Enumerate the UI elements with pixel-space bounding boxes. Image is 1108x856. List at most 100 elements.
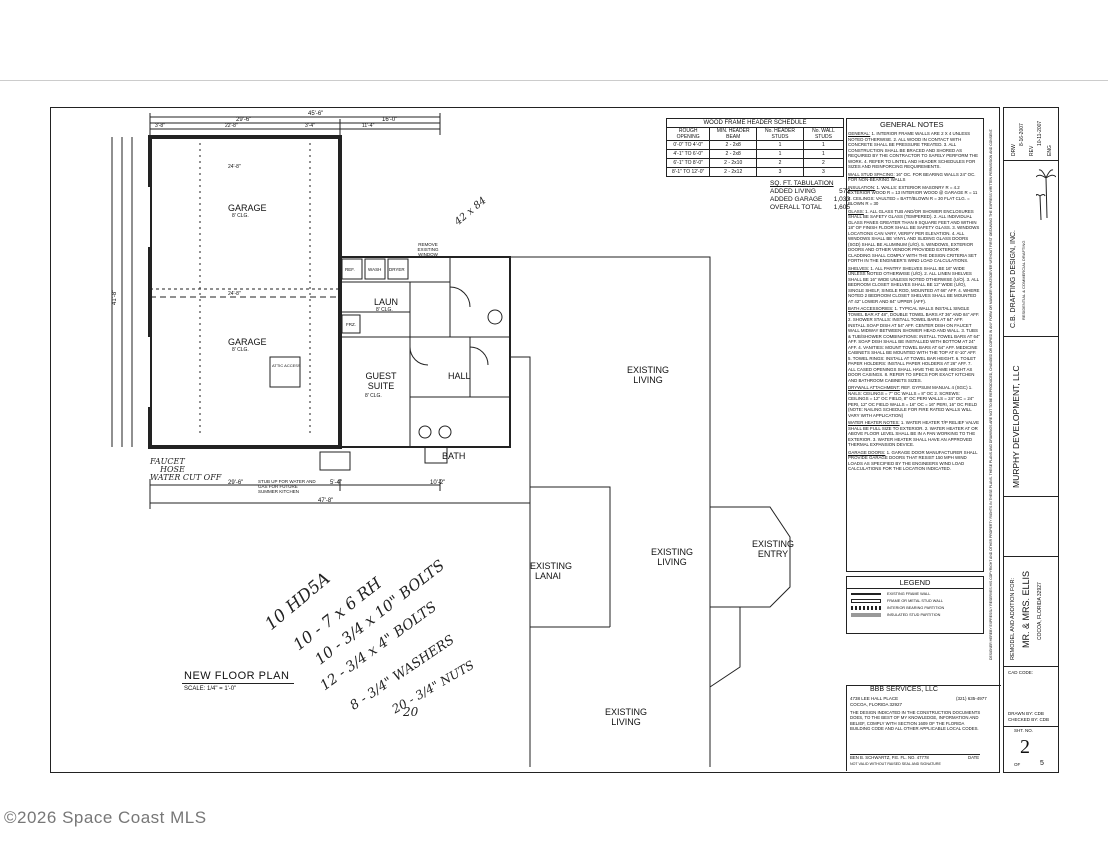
notes-heading: GARAGE DOORS: bbox=[848, 449, 886, 455]
room-garage-2: GARAGE bbox=[228, 337, 267, 347]
notes-section: SHELVES: 1. ALL PANTRY SHELVES SHALL BE … bbox=[848, 266, 980, 305]
notes-heading: BATH ACCESSORIES: bbox=[848, 306, 894, 311]
drawing-sheet-border bbox=[50, 107, 1000, 773]
title-block-divider-3 bbox=[1003, 496, 1059, 497]
notes-section: GLASS: 1. ALL GLASS TUB AND/OR SHOWER EN… bbox=[848, 209, 980, 264]
notes-section: WALL STUD SPACING: 16" OC. FOR BEARING W… bbox=[848, 172, 980, 183]
engineer-seal-note: NOT VALID WITHOUT RAISED SEAL AND SIGNAT… bbox=[850, 762, 941, 766]
title-block-divider-1 bbox=[1003, 160, 1059, 161]
hs-cell: 1 bbox=[756, 149, 804, 159]
dim-bottom-left: 29'-6" bbox=[228, 480, 244, 486]
dim-top-c: 3'-4" bbox=[305, 123, 315, 129]
label-ref: REF. bbox=[345, 267, 355, 272]
notes-text: 1. WATER HEATER T/P RELIEF VALVE SHALL B… bbox=[848, 420, 980, 447]
engineer-block bbox=[846, 685, 1001, 771]
legend-label: INTERIOR BEARING PARTITION bbox=[887, 606, 945, 610]
sq-ft-value: 1,605 bbox=[833, 204, 850, 212]
hs-cell: 3 bbox=[802, 167, 845, 177]
hs-cell: 2 bbox=[802, 158, 845, 168]
legend-item: FRAME OR METAL STUD WALL bbox=[851, 599, 979, 603]
hs-cell: 0'-0" TO 4'-0" bbox=[665, 140, 711, 150]
header-schedule-header-row: ROUGH OPENING MIN. HEADER BEAM No. HEADE… bbox=[665, 127, 845, 141]
sq-ft-value: 1,033 bbox=[833, 196, 850, 204]
room-existing-living-1: EXISTING LIVING bbox=[626, 365, 669, 385]
tb-rev-value: 10-11-2007 bbox=[1037, 120, 1043, 146]
dim-bottom-right: 10'-2" bbox=[430, 480, 446, 486]
table-row: 0'-0" TO 4'-0" 2 - 2x8 1 1 bbox=[665, 140, 845, 150]
hs-cell: 2 bbox=[756, 158, 804, 168]
dim-garage-w: 24'-8" bbox=[228, 291, 241, 297]
label-dryer: DRYER bbox=[389, 267, 405, 272]
legend-title: LEGEND bbox=[847, 577, 983, 589]
notes-heading: GENERAL: bbox=[848, 131, 871, 136]
title-block bbox=[1003, 107, 1059, 773]
engineer-address-1: 4738 LEE HALL PLACE bbox=[850, 696, 899, 701]
table-row: 4'-1" TO 6'-0" 2 - 2x8 1 1 bbox=[665, 149, 845, 159]
general-notes-box bbox=[846, 118, 984, 572]
label-wash: WASH bbox=[368, 267, 382, 272]
floor-plan-scale: SCALE: 1/4" = 1'-0" bbox=[184, 686, 237, 692]
mls-watermark: ©2026 Space Coast MLS bbox=[4, 808, 207, 827]
tb-of-total: 5 bbox=[1040, 760, 1044, 767]
room-garage-2-clg: 8' CLG. bbox=[232, 347, 249, 353]
dim-garage-h: 24'-8" bbox=[228, 164, 241, 170]
hand-water-cutoff: WATER CUT OFF bbox=[150, 473, 222, 482]
dim-top-d: 11'-4" bbox=[362, 123, 375, 129]
legend-box: LEGEND EXISTING FRAME WALL FRAME OR META… bbox=[846, 576, 984, 634]
sq-ft-label: ADDED LIVING bbox=[770, 188, 816, 196]
hs-cell: 8'-1" TO 12'-0" bbox=[665, 167, 711, 177]
tb-checked-by: CHECKED BY: CDB bbox=[1008, 717, 1050, 722]
engineer-address-2: COCOA, FLORIDA 32927 bbox=[850, 702, 903, 707]
tb-rev-label: REV bbox=[1029, 145, 1035, 156]
notes-text: 16" OC. FOR BEARING WALLS 24" OC. FOR NO… bbox=[848, 171, 976, 183]
dim-bottom-overall: 47'-8" bbox=[318, 498, 334, 504]
notes-heading: WATER HEATER NOTES: bbox=[848, 420, 900, 425]
notes-heading: SHELVES: bbox=[848, 265, 870, 271]
floor-plan-drawing bbox=[111, 113, 791, 767]
title-block-divider-5 bbox=[1003, 666, 1059, 667]
sq-ft-row: OVERALL TOTAL 1,605 bbox=[770, 204, 850, 212]
room-garage-1: GARAGE bbox=[228, 203, 267, 213]
hs-cell: 3 bbox=[756, 167, 804, 177]
sq-ft-title: SQ. FT. TABULATION bbox=[770, 180, 834, 187]
room-guest-suite: GUEST SUITE bbox=[365, 371, 397, 391]
dim-top-a: 3'-8" bbox=[155, 123, 165, 129]
hand-hose: HOSE bbox=[160, 465, 185, 474]
tb-drafting-sub: RESIDENTIAL & COMMERCIAL DRAFTING bbox=[1021, 240, 1026, 321]
legend-item: INTERIOR BEARING PARTITION bbox=[851, 606, 979, 610]
tb-date-value: 8-16-2007 bbox=[1019, 123, 1025, 146]
tb-eng-label: ENG bbox=[1047, 145, 1053, 156]
notes-section: BATH ACCESSORIES: 1. TYPICAL WALLS INSTA… bbox=[848, 306, 980, 383]
note-stub-up: STUB UP FOR WATER AND GAS FOR FUTURE SUM… bbox=[258, 479, 316, 494]
room-laun: LAUN bbox=[374, 297, 399, 307]
palm-tree-logo-icon bbox=[1036, 169, 1056, 221]
tb-sheet-label: SHT. NO. bbox=[1014, 728, 1034, 733]
title-block-divider-2 bbox=[1003, 336, 1059, 337]
room-laun-clg: 8' CLG. bbox=[376, 307, 393, 313]
legend-label: EXISTING FRAME WALL bbox=[887, 592, 931, 596]
tb-address: COCOA, FLORIDA 32927 bbox=[1037, 582, 1043, 640]
label-frz: FRZ. bbox=[346, 322, 356, 327]
notes-heading: DRYWALL ATTACHMENT: bbox=[848, 385, 900, 390]
header-schedule-table: ROUGH OPENING MIN. HEADER BEAM No. HEADE… bbox=[665, 127, 845, 177]
notes-section: WATER HEATER NOTES: 1. WATER HEATER T/P … bbox=[848, 420, 980, 448]
notes-text: 1. ALL GLASS TUB AND/OR SHOWER ENCLOSURE… bbox=[848, 208, 980, 264]
hs-cell: 2 - 2x10 bbox=[709, 158, 758, 168]
header-schedule-title: WOOD FRAME HEADER SCHEDULE bbox=[666, 118, 844, 127]
tb-disclaimer: DESIGNER HEREBY EXPRESSLY RESERVES HIS C… bbox=[989, 128, 993, 660]
note-remove-window: REMOVE EXISTING WINDOW bbox=[417, 242, 439, 257]
sq-ft-value: 572 bbox=[839, 188, 850, 196]
tb-date-label: DRW bbox=[1011, 144, 1017, 156]
notes-section: GARAGE DOORS: 1. GARAGE DOOR MANUFACTURE… bbox=[848, 450, 980, 472]
hs-col-0: ROUGH OPENING bbox=[665, 127, 711, 141]
dim-top-right: 16'-0" bbox=[382, 117, 398, 123]
notes-text: REF. GYPSUM MANUAL 4 (SGC) 1. NAILS: CEI… bbox=[848, 385, 978, 418]
hs-col-1: MIN. HEADER BEAM bbox=[709, 127, 758, 141]
hs-col-3: No. WALL STUDS bbox=[802, 127, 845, 141]
sq-ft-label: OVERALL TOTAL bbox=[770, 204, 822, 212]
notes-heading: WALL STUD SPACING: bbox=[848, 171, 895, 177]
legend-swatch-insulated bbox=[851, 613, 881, 617]
legend-item: EXISTING FRAME WALL bbox=[851, 592, 979, 596]
dim-bottom-mid: 5'-4" bbox=[330, 480, 342, 486]
